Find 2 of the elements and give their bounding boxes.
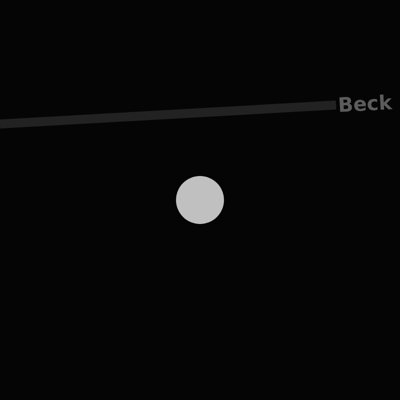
street-name: Beck: [337, 90, 393, 117]
location-marker: [176, 176, 224, 224]
